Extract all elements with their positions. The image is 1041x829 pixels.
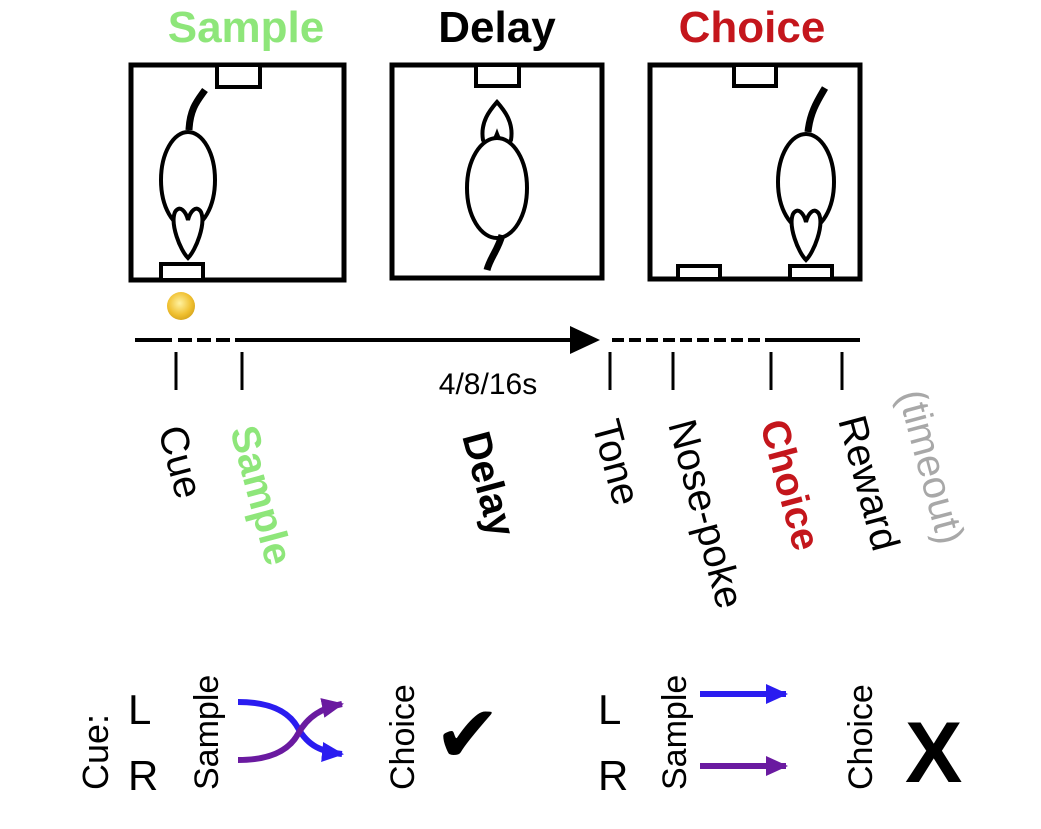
timeline-arrowhead <box>570 326 600 354</box>
bottom-port <box>159 262 205 282</box>
choice-axis-label: Choice <box>384 684 422 790</box>
sample-axis-label: Sample <box>188 675 226 790</box>
rat-icon <box>776 86 836 263</box>
left-label: L <box>598 686 621 733</box>
choice-chamber <box>647 62 863 282</box>
check-icon: ✔ <box>434 690 501 779</box>
right-label: R <box>128 752 158 799</box>
phase-title-sample: Sample <box>168 3 325 52</box>
timeline <box>135 326 860 390</box>
top-port <box>474 63 521 88</box>
cue-light <box>167 292 195 320</box>
choice-axis-label: Choice <box>842 684 880 790</box>
left-label: L <box>128 686 151 733</box>
event-label-nose-poke: Nose-poke <box>659 415 752 613</box>
phase-title-choice: Choice <box>679 3 826 52</box>
event-label-sample: Sample <box>221 421 300 570</box>
right-label: R <box>598 752 628 799</box>
rat-icon <box>465 98 529 272</box>
left-port <box>676 264 722 281</box>
event-label-tone: Tone <box>583 415 648 510</box>
event-label-delay: Delay <box>453 427 523 542</box>
crossed-arrow-right-to-left <box>237 698 344 763</box>
top-port <box>215 63 262 89</box>
event-label-reward: Reward <box>829 411 907 556</box>
top-port <box>732 63 778 88</box>
right-port <box>788 264 834 281</box>
delay-duration-label: 4/8/16s <box>439 368 537 401</box>
rat-icon <box>159 87 217 261</box>
event-label-choice: Choice <box>751 415 828 555</box>
crossed-arrow-left-to-right <box>237 699 344 762</box>
delay-chamber <box>389 62 605 281</box>
cue-label: Cue: <box>75 714 116 790</box>
sample-axis-label: Sample <box>656 675 694 790</box>
sample-chamber <box>128 62 347 283</box>
cross-icon: X <box>905 705 962 801</box>
event-label-cue: Cue <box>149 421 210 503</box>
phase-title-delay: Delay <box>438 3 556 52</box>
